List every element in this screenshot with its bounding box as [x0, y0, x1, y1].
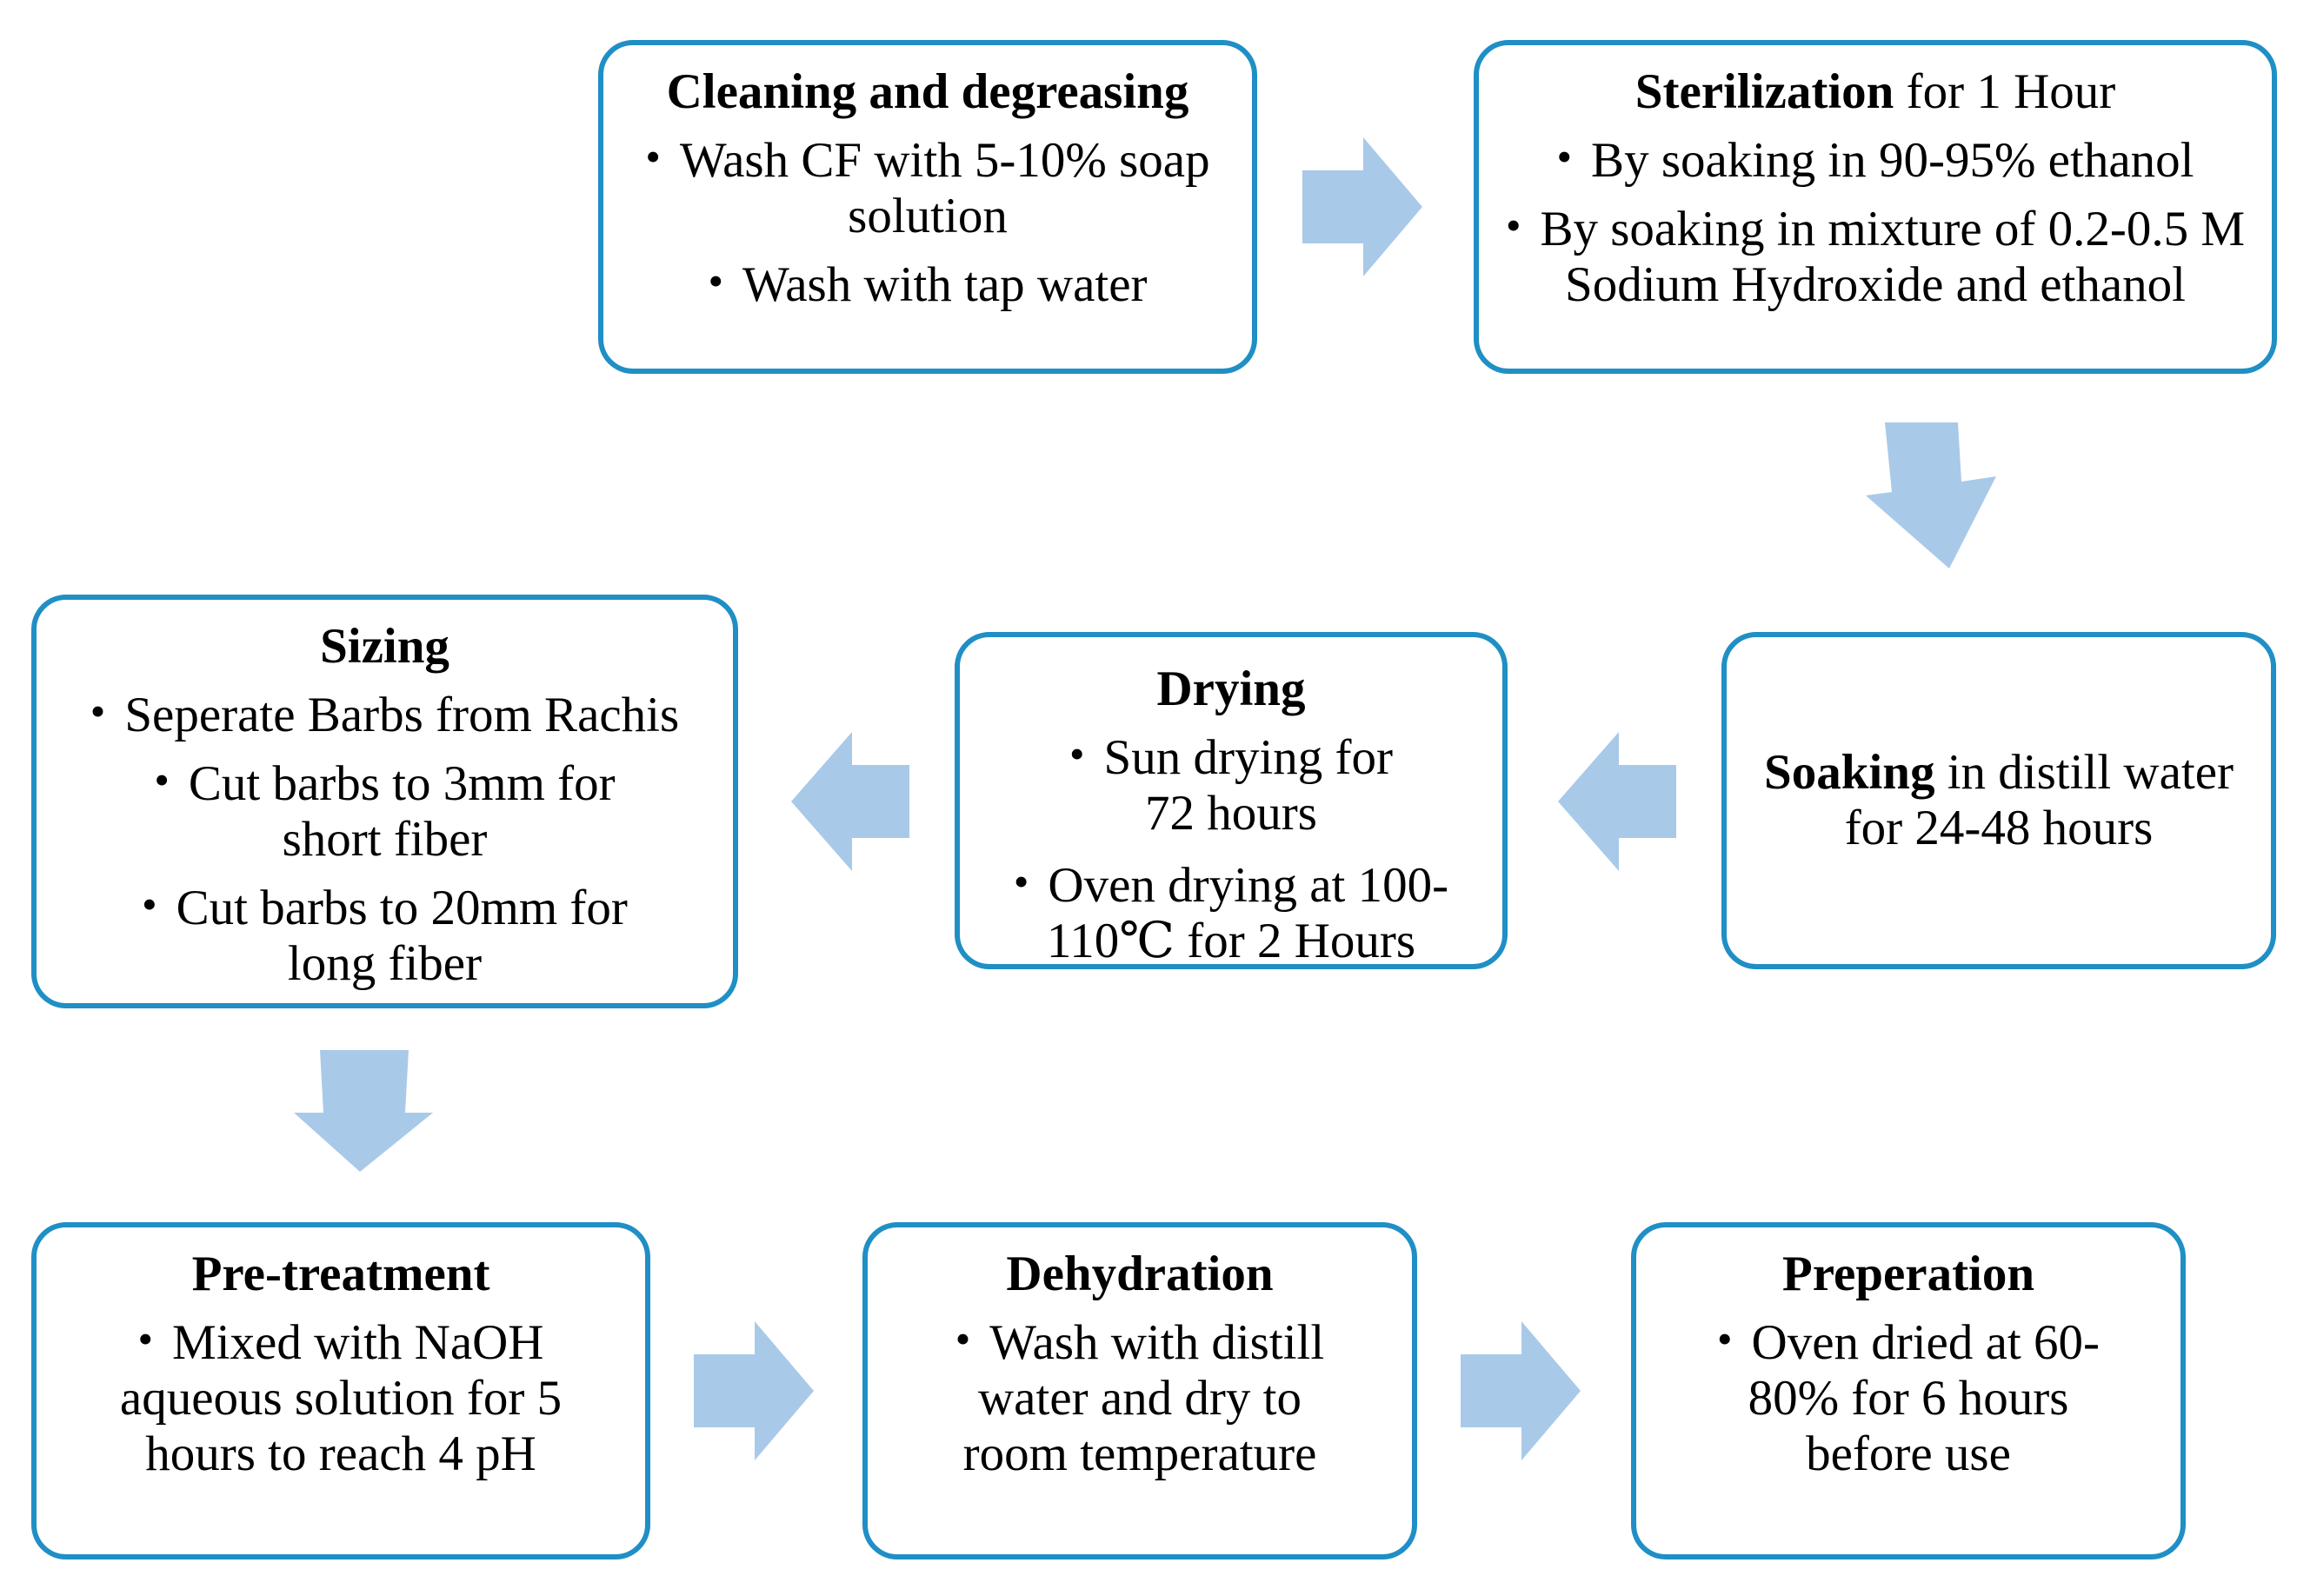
step-sterilization-title: Sterilization for 1 Hour — [1635, 45, 2115, 120]
step-drying-title: Drying — [1156, 662, 1306, 716]
step-cleaning-bullet: Wash CF with 5-10% soap solution — [638, 129, 1217, 244]
step-soaking-title: Soaking — [1764, 745, 1935, 800]
step-cleaning-title: Cleaning and degreasing — [666, 64, 1189, 119]
step-sterilization-title-rest: for 1 Hour — [1894, 64, 2116, 119]
step-drying-bullet: Sun drying for 72 hours — [995, 726, 1468, 841]
step-dehydration-bullet: Wash with distill water and dry to room … — [920, 1311, 1360, 1482]
step-cleaning-box: Cleaning and degreasing Wash CF with 5-1… — [598, 40, 1257, 374]
step-preperation-bullets: Oven dried at 60-80% for 6 hours before … — [1636, 1302, 2180, 1482]
step-drying-bullets: Sun drying for 72 hours Oven drying at 1… — [960, 717, 1502, 964]
step-sterilization-bullet: By soaking in mixture of 0.2-0.5 M Sodiu… — [1505, 197, 2246, 313]
step-sizing-bullets: Seperate Barbs from Rachis Cut barbs to … — [37, 675, 733, 992]
step-sizing-bullet: Cut barbs to 20mm for long fiber — [57, 876, 712, 992]
arrow-right-icon — [1302, 137, 1422, 276]
step-sterilization-bullets: By soaking in 90-95% ethanol By soaking … — [1479, 120, 2272, 313]
arrow-right-icon — [694, 1321, 814, 1460]
step-sizing-box: Sizing Seperate Barbs from Rachis Cut ba… — [31, 595, 738, 1008]
step-sizing-bullet: Seperate Barbs from Rachis — [57, 683, 712, 743]
step-preperation-title: Preperation — [1781, 1247, 2035, 1301]
step-pretreatment-title: Pre-treatment — [191, 1247, 490, 1301]
step-sterilization-title-bold: Sterilization — [1635, 64, 1894, 119]
step-preperation-box: Preperation Oven dried at 60-80% for 6 h… — [1631, 1222, 2186, 1559]
step-preperation-bullet: Oven dried at 60-80% for 6 hours before … — [1697, 1311, 2120, 1482]
step-sterilization-box: Sterilization for 1 Hour By soaking in 9… — [1474, 40, 2277, 374]
arrow-right-icon — [1461, 1321, 1581, 1460]
step-sizing-bullet: Cut barbs to 3mm for short fiber — [57, 752, 712, 868]
step-soaking-description: in distill water for 24-48 hours — [1844, 745, 2234, 855]
step-pretreatment-bullets: Mixed with NaOH aqueous solution for 5 h… — [37, 1302, 645, 1482]
arrow-left-icon — [791, 732, 909, 871]
arrow-down-icon — [294, 1050, 433, 1172]
step-soaking-box: Soaking in distill water for 24-48 hours — [1721, 632, 2276, 969]
step-sterilization-bullet: By soaking in 90-95% ethanol — [1505, 129, 2246, 189]
step-sizing-title: Sizing — [320, 619, 449, 674]
arrow-down-icon — [1866, 422, 1996, 569]
step-drying-bullet: Oven drying at 100-110℃ for 2 Hours — [995, 854, 1468, 964]
step-pretreatment-bullet: Mixed with NaOH aqueous solution for 5 h… — [68, 1311, 614, 1482]
step-dehydration-box: Dehydration Wash with distill water and … — [862, 1222, 1417, 1559]
step-dehydration-title: Dehydration — [1006, 1247, 1274, 1301]
step-pretreatment-box: Pre-treatment Mixed with NaOH aqueous so… — [31, 1222, 650, 1559]
step-cleaning-bullet: Wash with tap water — [638, 253, 1217, 313]
step-drying-box: Drying Sun drying for 72 hours Oven dryi… — [955, 632, 1508, 969]
step-cleaning-bullets: Wash CF with 5-10% soap solution Wash wi… — [603, 120, 1252, 313]
step-dehydration-bullets: Wash with distill water and dry to room … — [868, 1302, 1412, 1482]
step-soaking-text: Soaking in distill water for 24-48 hours — [1727, 745, 2271, 856]
arrow-left-icon — [1558, 732, 1676, 871]
